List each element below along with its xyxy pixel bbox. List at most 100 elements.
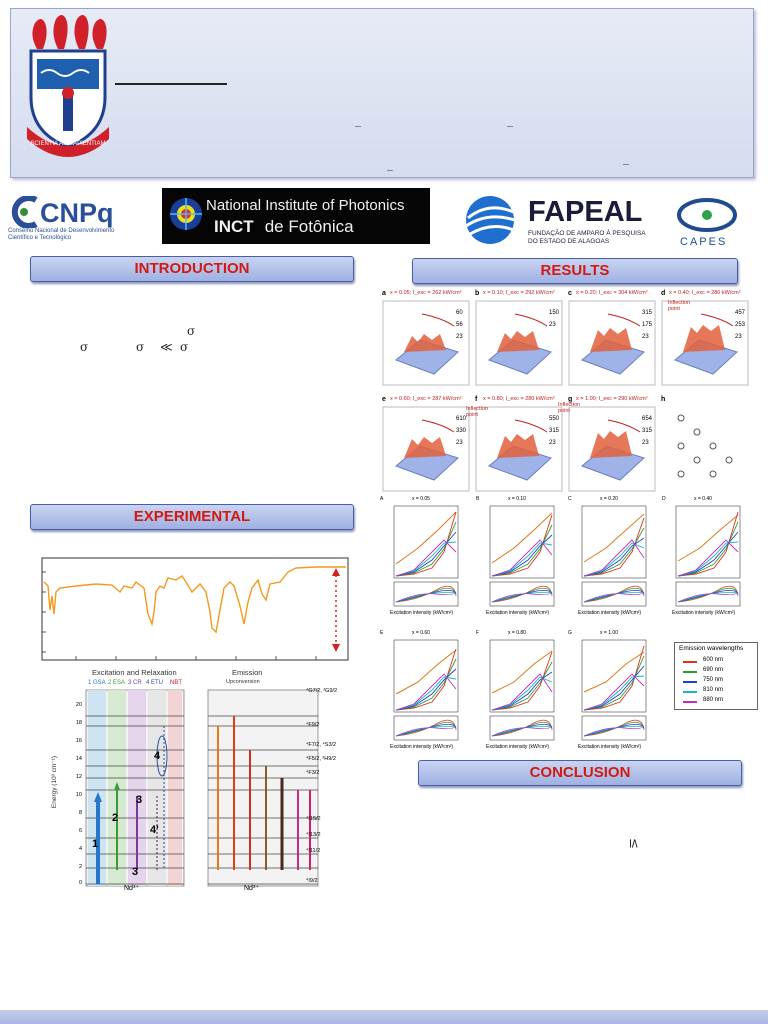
diff-curve (583, 587, 645, 603)
ytick: 12 (75, 774, 82, 780)
temperature-curve (607, 313, 641, 327)
capes-logo: CAPES (672, 196, 742, 250)
panel-letter: f (475, 396, 478, 403)
diff-curve (491, 587, 553, 603)
legend-label: 600 nm (703, 657, 724, 663)
panel-letter: c (568, 290, 572, 297)
line-panel-xlabel: Excitation intensity (kW/cm²) (390, 610, 454, 616)
legend-item: 750 nm (683, 677, 753, 686)
panel-caption: x = 1.00; I_exc = 290 kW/cm² (576, 396, 648, 402)
line-panel-xlabel: Excitation intensity (kW/cm²) (578, 610, 642, 616)
panel-caption: x = 0.20; I_exc = 304 kW/cm² (576, 290, 648, 296)
diff-curve (677, 591, 739, 603)
temp-tick: 315 (642, 428, 653, 434)
capes-mark-icon (677, 198, 737, 232)
footer-bar (0, 1010, 768, 1024)
panel-letter: e (382, 396, 386, 403)
line-panel-letter: G (568, 630, 572, 636)
level-label: ⁴I9/2 (306, 878, 318, 884)
line-panel-title: x = 0.10 (508, 496, 526, 502)
emission-curve (677, 511, 739, 577)
line-panel-xlabel: Excitation intensity (kW/cm²) (672, 610, 736, 616)
emission-curve (395, 668, 457, 711)
diagram-title-left: Excitation and Relaxation (92, 668, 177, 677)
emission-curve (583, 673, 645, 711)
ytick: 8 (78, 810, 82, 816)
temp-tick: 23 (642, 334, 649, 340)
legend-title: Emission wavelengths (679, 645, 744, 652)
max-temp-curve (491, 650, 553, 694)
diff-curve (395, 725, 457, 737)
line-panel-title: x = 0.80 (508, 630, 526, 636)
line-panel-title: x = 0.20 (600, 496, 618, 502)
tree-node (709, 442, 717, 450)
intro-sigma-4: σ (180, 340, 189, 354)
temp-tick: 150 (549, 310, 560, 316)
level-label: ⁴F7/2, ⁴S3/2 (306, 742, 337, 748)
diff-curve (491, 591, 553, 603)
level-label: ⁴I13/2 (306, 832, 321, 838)
emission-curve (491, 651, 553, 711)
process-label: 4 ETU (146, 680, 164, 686)
panel-letter: h (661, 396, 666, 403)
legend-swatch (683, 701, 697, 703)
temp-tick: 23 (642, 440, 649, 446)
legend-label: 750 nm (703, 677, 724, 683)
diff-curve (583, 724, 645, 737)
capes-name: CAPES (680, 236, 728, 248)
emission-curve (677, 521, 739, 577)
level-label: ⁴I15/2 (306, 816, 321, 822)
max-temp-curve (583, 513, 645, 563)
diff-curve (491, 721, 553, 737)
temp-tick: 253 (735, 322, 746, 328)
emission-curve (583, 527, 645, 577)
emission-curve (395, 511, 457, 577)
emission-curve (395, 658, 457, 711)
inct-line1: National Institute of Photonics (206, 197, 405, 214)
legend-label: 810 nm (703, 687, 724, 693)
emission-curve (583, 517, 645, 577)
diff-curve (491, 585, 553, 603)
conclusion-title: CONCLUSION (418, 760, 742, 786)
temp-tick: 330 (456, 428, 467, 434)
experimental-title: EXPERIMENTAL (30, 504, 354, 530)
line-panel-letter: C (568, 496, 572, 502)
surface-plot (475, 406, 563, 492)
max-temp-curve (395, 649, 457, 695)
temp-tick: 23 (456, 334, 463, 340)
header-glyph-4: _ (623, 151, 629, 165)
diff-curve (491, 724, 553, 737)
temperature-curve (421, 419, 455, 433)
level-label: ⁴F9/2 (306, 722, 320, 728)
spectrum-arrow-down (332, 644, 340, 652)
arrow-num: 1 (92, 838, 99, 850)
diff-curve (583, 721, 645, 737)
emission-curve (583, 655, 645, 711)
diff-curve (583, 591, 645, 603)
ytick: 14 (75, 756, 82, 762)
plot-frame-top (393, 505, 459, 579)
energy-diagram: Excitation and Relaxation Emission Upcon… (51, 666, 352, 896)
energy-tree-diagram (677, 414, 733, 478)
ytick: 6 (78, 828, 82, 834)
arrow-num: 2 (112, 812, 119, 824)
intro-sigma-1: σ (187, 324, 196, 338)
temp-tick: 23 (549, 440, 556, 446)
diff-curve (491, 592, 553, 603)
legend-item: 810 nm (683, 687, 753, 696)
surface-peak (404, 437, 446, 458)
line-plot (581, 505, 647, 607)
cnpq-mark-icon (11, 196, 38, 228)
intro-sigma-2: σ (80, 340, 89, 354)
cnpq-logo: CNPq Conselho Nacional de Desenvolviment… (6, 196, 156, 242)
temp-tick: 23 (456, 440, 463, 446)
header-glyph-2: _ (507, 113, 513, 127)
